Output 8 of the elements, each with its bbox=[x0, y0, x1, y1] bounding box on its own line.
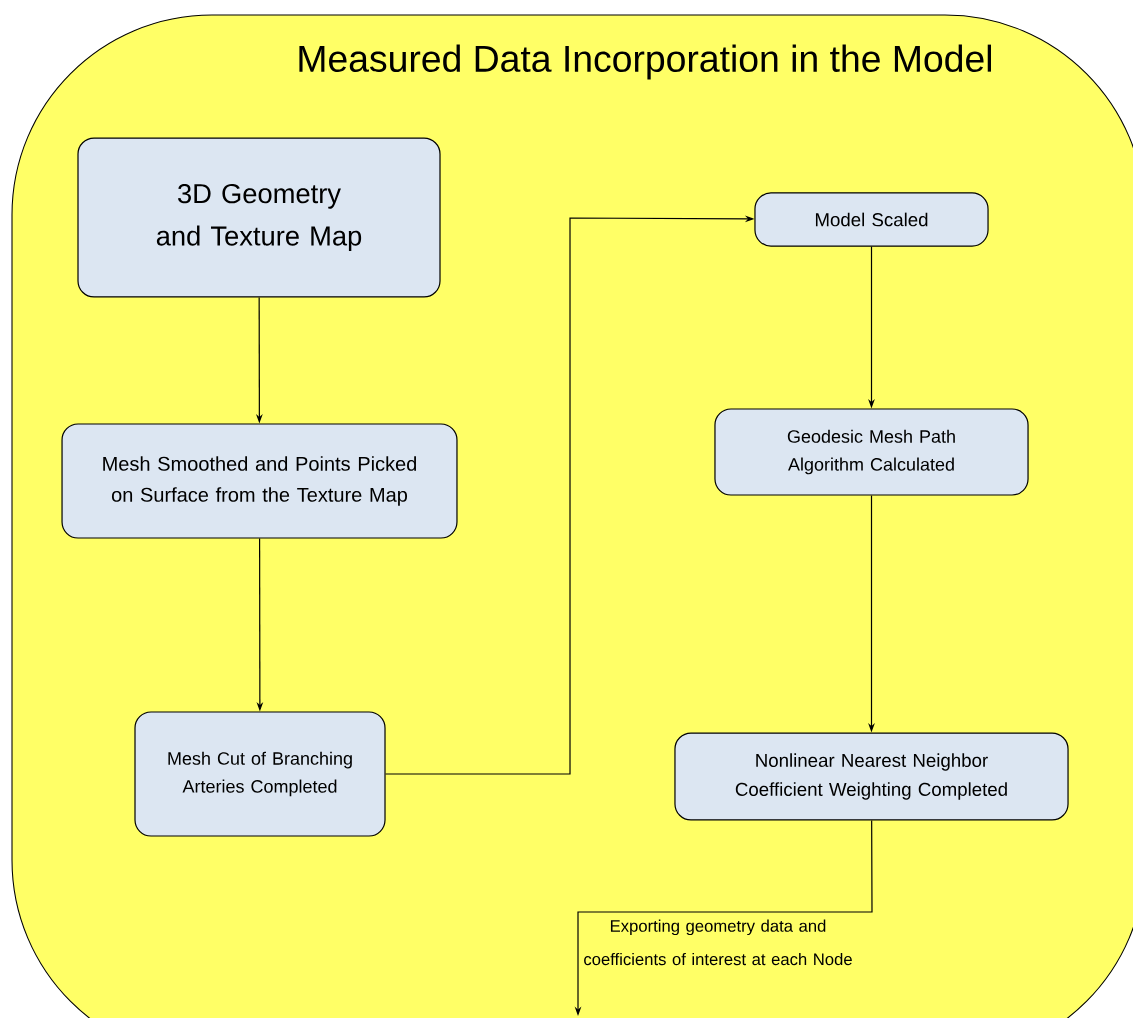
diagram-title: Measured Data Incorporation in the Model bbox=[299, 44, 992, 80]
process-box: Nonlinear Nearest Neighbor Coefficient Weighting Completed bbox=[674, 732, 1069, 821]
process-box: Model Scaled bbox=[754, 192, 989, 247]
process-box: Mesh Cut of Branching Arteries Completed bbox=[134, 711, 386, 837]
process-box: 3D Geometry and Texture Map bbox=[77, 137, 441, 298]
process-box: Mesh Smoothed and Points Picked on Surface from the Texture Map bbox=[61, 423, 458, 539]
process-box: Geodesic Mesh Path Algorithm Calculated bbox=[714, 408, 1029, 496]
edge-label: Exporting geometry data and coefficients of interest at each Node bbox=[584, 919, 852, 966]
